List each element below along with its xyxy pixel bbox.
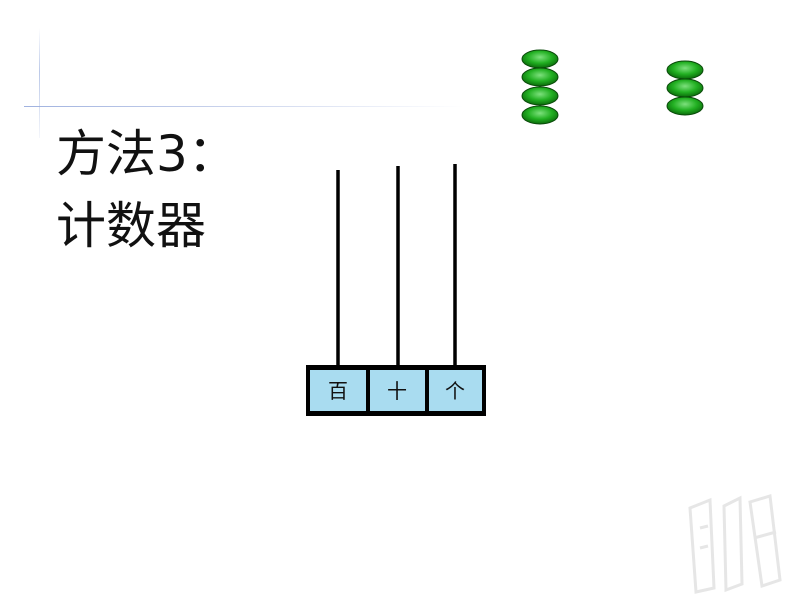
title-line-counter: 计数器 bbox=[56, 197, 206, 255]
label-cell-ones bbox=[429, 370, 482, 411]
decorative-vertical-line bbox=[39, 28, 40, 138]
bead-group-four[interactable] bbox=[521, 49, 559, 125]
decorative-horizontal-line bbox=[24, 106, 464, 107]
label-cell-hundreds bbox=[310, 370, 366, 411]
bead[interactable] bbox=[521, 105, 559, 125]
bead[interactable] bbox=[521, 86, 559, 106]
bead[interactable] bbox=[666, 78, 704, 98]
bead[interactable] bbox=[521, 67, 559, 87]
watermark-graphic bbox=[688, 494, 782, 594]
label-cell-tens bbox=[370, 370, 425, 411]
bead[interactable] bbox=[521, 49, 559, 69]
bead[interactable] bbox=[666, 60, 704, 80]
bead[interactable] bbox=[666, 96, 704, 116]
label-tens: 十 bbox=[387, 379, 407, 403]
label-ones: 个 bbox=[445, 379, 465, 403]
label-hundreds: 百 bbox=[328, 379, 348, 403]
bead-group-three[interactable] bbox=[666, 60, 704, 116]
title-line-method: 方法3： bbox=[56, 125, 238, 183]
slide-title: 方法3： 计数器 bbox=[56, 118, 238, 262]
